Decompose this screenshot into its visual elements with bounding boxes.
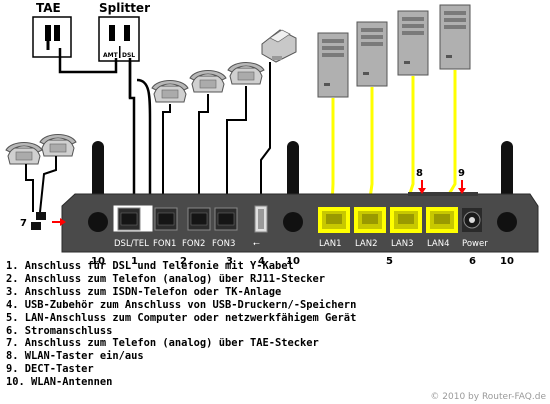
callout-2: 2 bbox=[180, 256, 187, 267]
legend-item: 3. Anschluss zum ISDN-Telefon oder TK-An… bbox=[6, 285, 282, 298]
router-buttons-strip bbox=[408, 192, 478, 196]
callout-10-right: 10 bbox=[500, 256, 514, 267]
port-label-lan2: LAN2 bbox=[355, 239, 378, 249]
legend-item: 4. USB-Zubehör zum Anschluss von USB-Dru… bbox=[6, 298, 357, 311]
power-port bbox=[462, 208, 482, 232]
phone-icon bbox=[227, 62, 265, 85]
callout-9: 9 bbox=[458, 168, 465, 179]
tae-plug-icon bbox=[31, 212, 46, 230]
callout-1: 1 bbox=[131, 256, 138, 267]
legend-item: 10. WLAN-Antennen bbox=[6, 376, 113, 389]
tae-label: TAE bbox=[36, 1, 61, 15]
printer-icon bbox=[261, 29, 297, 63]
callout-10-mid: 10 bbox=[286, 256, 300, 267]
fon1-port bbox=[154, 207, 178, 231]
splitter-amt-label: AMT bbox=[103, 52, 119, 59]
callout-7: 7 bbox=[20, 218, 27, 229]
callout-5: 5 bbox=[386, 256, 393, 267]
callout-3: 3 bbox=[226, 256, 233, 267]
antenna-base-icon bbox=[283, 212, 303, 232]
lan3-port bbox=[390, 207, 422, 233]
splitter-cables bbox=[58, 48, 152, 208]
port-label-fon1: FON1 bbox=[153, 239, 176, 249]
port-label-fon3: FON3 bbox=[212, 239, 235, 249]
tae-phone-cables bbox=[25, 156, 57, 213]
fon-s0-port bbox=[214, 207, 238, 231]
lan4-port bbox=[426, 207, 458, 233]
copyright-notice: © 2010 by Router-FAQ.de bbox=[430, 392, 546, 402]
port-label-dsl-tel: DSL/TEL bbox=[114, 239, 149, 249]
legend-item: 6. Stromanschluss bbox=[6, 324, 113, 337]
tae-socket-icon bbox=[32, 16, 72, 58]
splitter-dsl-label: DSL bbox=[122, 52, 135, 59]
legend-item: 5. LAN-Anschluss zum Computer oder netzw… bbox=[6, 311, 357, 324]
port-label-lan1: LAN1 bbox=[319, 239, 342, 249]
usb-symbol-icon: ⭠ bbox=[253, 239, 260, 249]
computer-icon bbox=[397, 10, 429, 76]
arrow-icon bbox=[52, 218, 66, 226]
legend-item: 7. Anschluss zum Telefon (analog) über T… bbox=[6, 337, 319, 350]
port-label-lan3: LAN3 bbox=[391, 239, 414, 249]
port-label-power: Power bbox=[462, 239, 488, 249]
dsl-tel-port bbox=[117, 207, 141, 231]
usb-cable bbox=[260, 62, 271, 206]
lan2-port bbox=[354, 207, 386, 233]
phone-icon bbox=[151, 80, 189, 103]
arrow-icon bbox=[458, 180, 466, 194]
callout-8: 8 bbox=[416, 168, 423, 179]
computer-icon bbox=[356, 21, 388, 87]
arrow-icon bbox=[418, 180, 426, 194]
legend-item: 9. DECT-Taster bbox=[6, 363, 94, 376]
callout-6: 6 bbox=[469, 256, 476, 267]
legend-item: 8. WLAN-Taster ein/aus bbox=[6, 350, 144, 363]
legend-list: 1. Anschluss für DSL und Telefonie mit Y… bbox=[6, 260, 356, 389]
phone-icon bbox=[5, 142, 43, 165]
splitter-label: Splitter bbox=[99, 1, 150, 15]
phone-icon bbox=[189, 70, 227, 93]
callout-10-left: 10 bbox=[91, 256, 105, 267]
port-label-lan4: LAN4 bbox=[427, 239, 450, 249]
phone-icon bbox=[39, 134, 77, 157]
splitter-icon: AMT DSL bbox=[98, 16, 140, 62]
antenna-base-icon bbox=[497, 212, 517, 232]
lan1-port bbox=[318, 207, 350, 233]
callout-4: 4 bbox=[258, 256, 265, 267]
phone-cables bbox=[162, 86, 247, 206]
legend-item: 2. Anschluss zum Telefon (analog) über R… bbox=[6, 272, 326, 285]
fon2-port bbox=[187, 207, 211, 231]
usb-port bbox=[254, 205, 268, 233]
computer-icon bbox=[439, 4, 471, 70]
port-label-fon2: FON2 bbox=[182, 239, 205, 249]
antenna-base-icon bbox=[88, 212, 108, 232]
legend-item: 1. Anschluss für DSL und Telefonie mit Y… bbox=[6, 260, 294, 272]
computer-icon bbox=[317, 32, 349, 98]
lan-cables bbox=[330, 70, 457, 207]
